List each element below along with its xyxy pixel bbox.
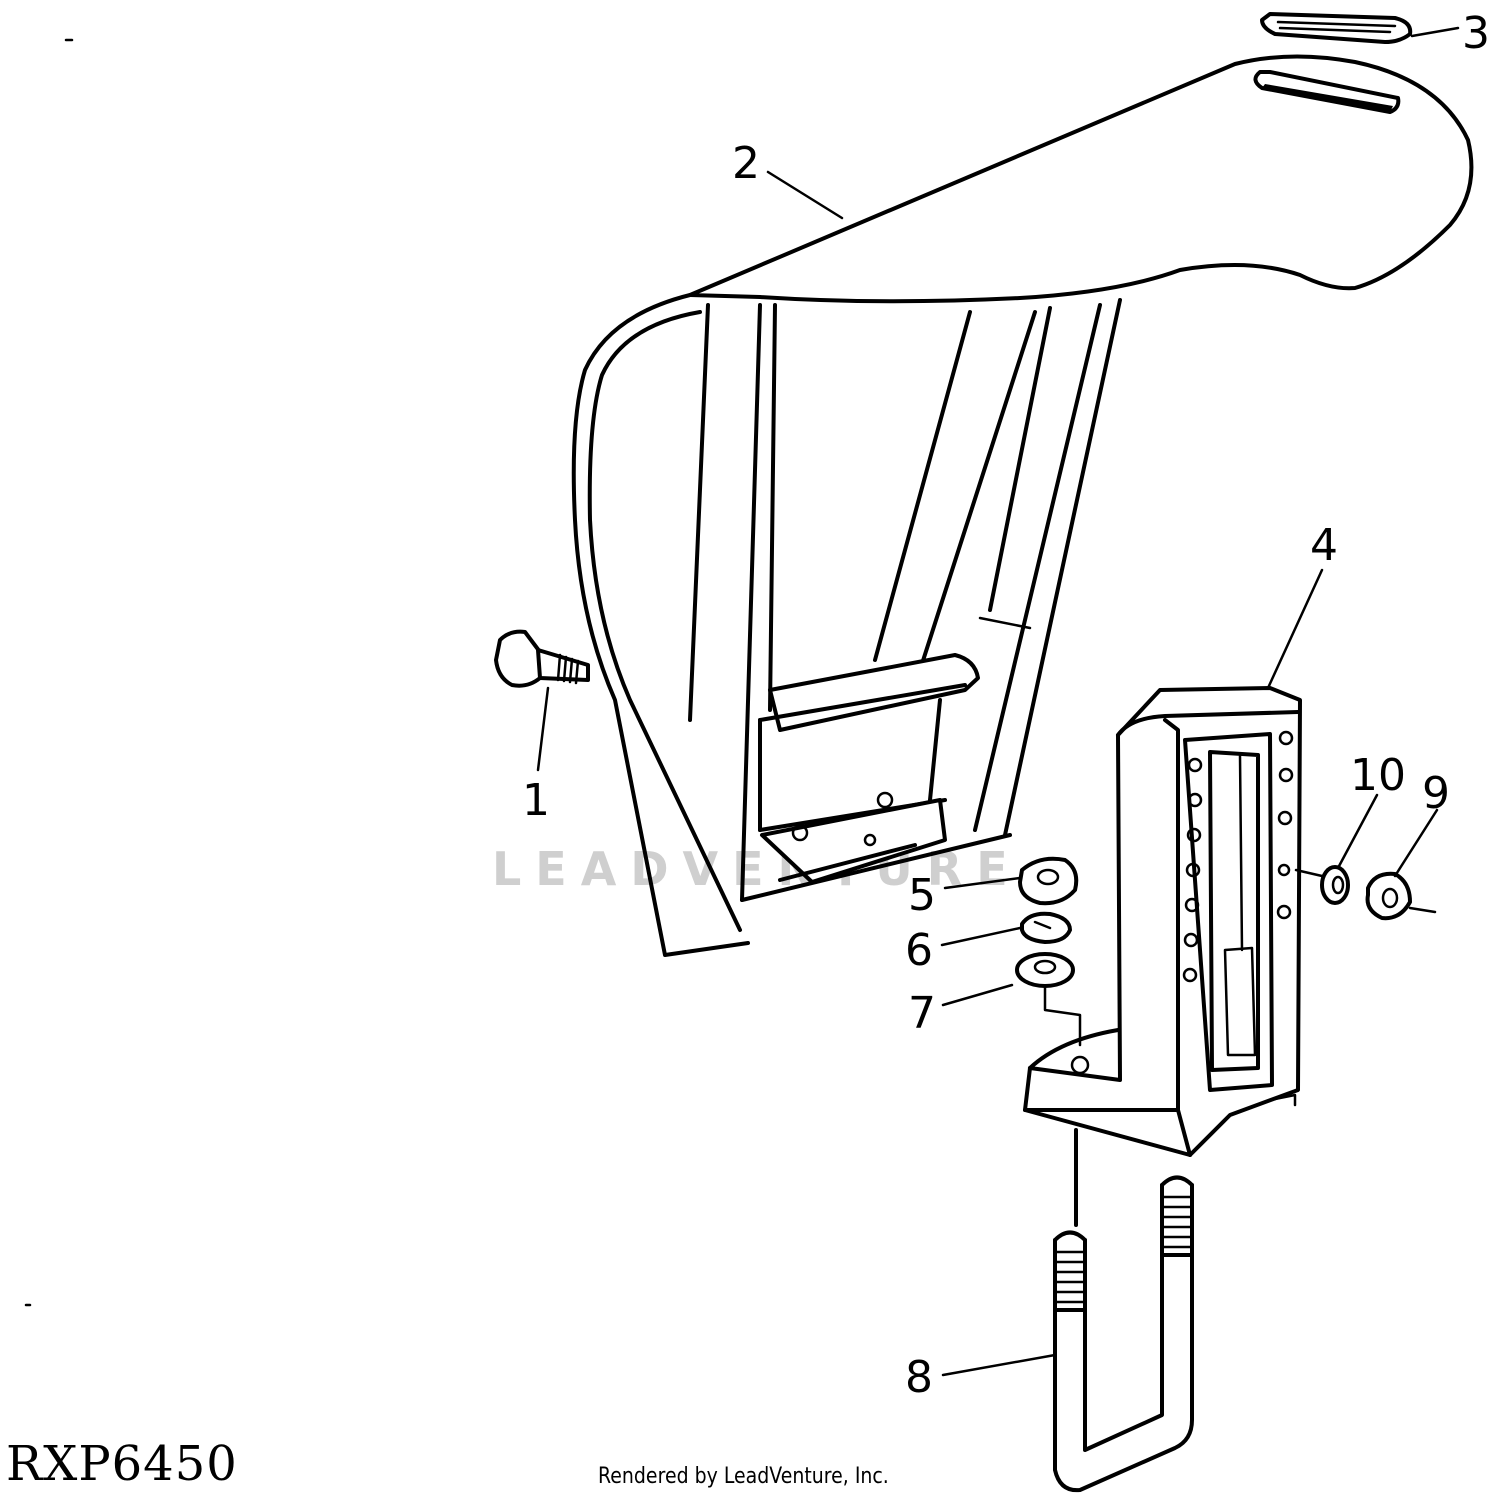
leader-2	[766, 170, 844, 220]
nut-part-5	[1018, 856, 1079, 906]
seat-frame-part-2	[571, 54, 1474, 957]
callout-1: 1	[522, 775, 550, 826]
callout-9: 9	[1422, 768, 1450, 819]
callout-5: 5	[908, 870, 936, 921]
callout-6: 6	[905, 925, 933, 976]
leader-7	[941, 983, 1014, 1007]
slide-bracket-part-4	[1023, 686, 1302, 1157]
callout-3: 3	[1462, 8, 1490, 59]
leader-8	[941, 1353, 1057, 1377]
callout-10: 10	[1350, 750, 1406, 801]
leader-4	[1266, 568, 1324, 690]
leader-1	[536, 686, 550, 772]
leader-6	[940, 926, 1022, 947]
washer-part-7	[1015, 952, 1082, 1047]
nut-part-9	[1365, 871, 1437, 921]
render-credit: Rendered by LeadVenture, Inc.	[598, 1464, 889, 1489]
callout-7: 7	[908, 988, 936, 1039]
figure-id: RXP6450	[6, 1436, 238, 1492]
grip-part-3	[1253, 12, 1413, 114]
callout-4: 4	[1310, 520, 1338, 571]
leader-lines	[536, 26, 1460, 1377]
bolt-part-1	[494, 629, 590, 688]
leader-3	[1410, 26, 1460, 38]
u-bolt-part-8	[1053, 1128, 1194, 1493]
leader-9	[1393, 808, 1439, 878]
leader-10	[1336, 793, 1379, 870]
leader-5	[943, 876, 1022, 890]
washer-part-10	[1294, 865, 1350, 905]
callout-2: 2	[732, 138, 760, 189]
callout-8: 8	[905, 1352, 933, 1403]
lockwasher-part-6	[1020, 911, 1072, 944]
watermark-text: LEADVENTURE	[492, 842, 1022, 896]
